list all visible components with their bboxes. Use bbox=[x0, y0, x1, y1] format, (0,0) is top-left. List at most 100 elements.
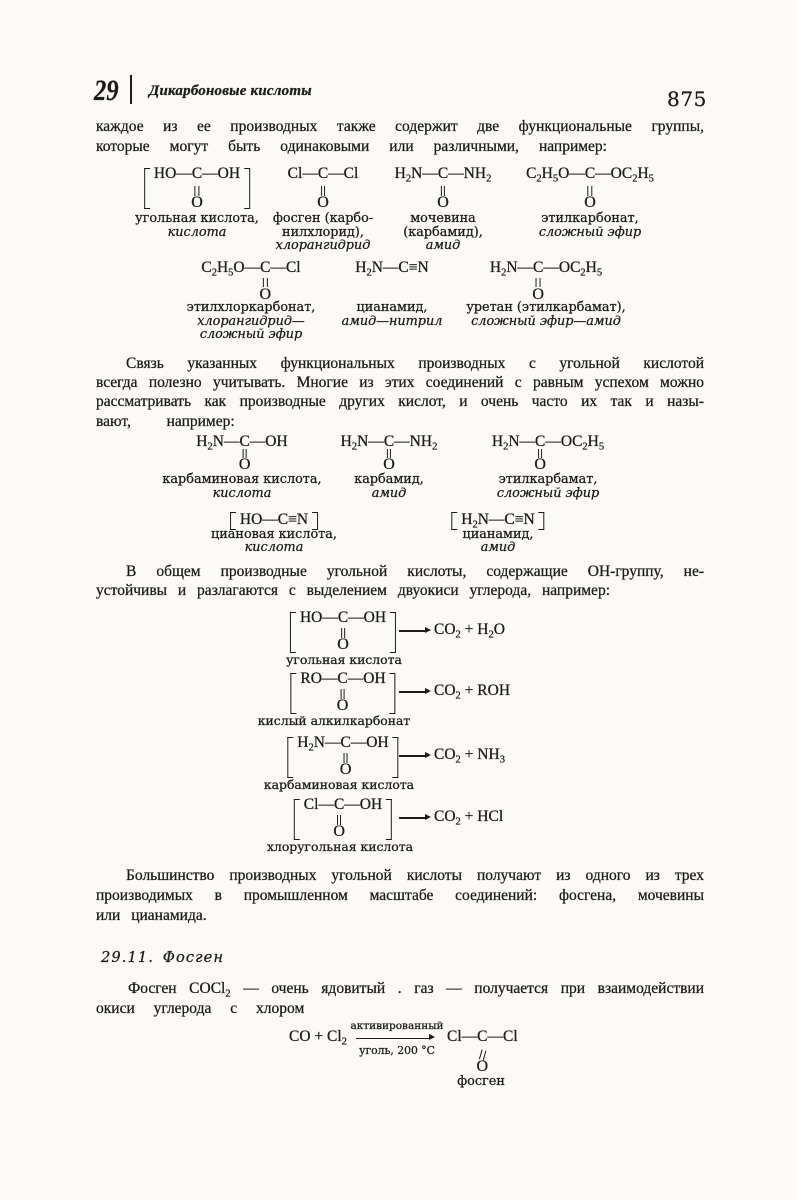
label-line: этилкарбонат, bbox=[541, 211, 639, 226]
double-bond bbox=[194, 186, 200, 196]
right-bracket bbox=[386, 799, 393, 840]
right-bracket bbox=[312, 512, 319, 530]
chapter-title: Дикарбоновые кислоты bbox=[149, 83, 312, 99]
label-line: нилхлорид), bbox=[282, 224, 364, 240]
label-line: сложный эфир bbox=[496, 485, 600, 501]
label-line: сложный эфир bbox=[199, 327, 303, 342]
reactants-text: CO + Cl2 bbox=[289, 1027, 347, 1047]
carbonyl-group: O bbox=[259, 276, 272, 303]
text-line: каждое из ее производных также содержит … bbox=[96, 118, 704, 135]
carbonyl-group: O bbox=[191, 185, 203, 211]
atom-line: H2N—C≡N bbox=[461, 511, 535, 531]
formula-label: фосген (карбо-нилхлорид),хлорангидрид bbox=[272, 211, 374, 253]
label-line: амид—нитрил bbox=[341, 313, 443, 329]
text-line: Связь указанных функциональных производн… bbox=[126, 355, 704, 372]
carbonyl-group: O bbox=[239, 448, 251, 472]
carbonyl-group: O bbox=[437, 185, 449, 211]
phosgene-synthesis-reaction: CO + Cl2 активированный уголь, 200 °C Cl… bbox=[0, 1020, 797, 1100]
reaction-arrow bbox=[399, 814, 431, 820]
paragraph-link: Связь указанных функциональных производн… bbox=[96, 354, 704, 431]
carbonyl-group: O bbox=[534, 448, 546, 472]
reaction-products: CO2 + HCl bbox=[434, 808, 504, 828]
label-line: кислота bbox=[167, 224, 227, 240]
double-bond bbox=[336, 815, 342, 825]
label-line: этилхлоркарбонат, bbox=[186, 300, 316, 315]
reaction-arrow bbox=[399, 688, 431, 694]
text-line: окиси углерода с хлором bbox=[96, 1000, 305, 1017]
double-bond bbox=[263, 277, 268, 287]
right-bracket bbox=[390, 612, 397, 653]
formula-label: этилкарбамат,сложный эфир bbox=[492, 473, 604, 500]
label-line: цианамид, bbox=[356, 300, 428, 315]
chemical-structure: HO—C≡N bbox=[229, 511, 319, 530]
reaction-products: CO2 + H2O bbox=[434, 621, 505, 641]
formula-label: цианамид,амид bbox=[461, 526, 534, 555]
double-bond bbox=[386, 448, 392, 458]
left-bracket bbox=[143, 168, 150, 209]
formula-label: циановая кислота,кислота bbox=[211, 527, 337, 555]
oxygen-atom: O bbox=[259, 285, 272, 303]
label-line: амид bbox=[425, 238, 461, 253]
chemical-structure: H2N—C≡N bbox=[451, 511, 545, 531]
formula-label: уретан (этилкарбамат),сложный эфир—амид bbox=[466, 301, 626, 329]
label-line: мочевина bbox=[410, 211, 476, 226]
double-bond bbox=[340, 628, 346, 638]
structure: HO—C≡N bbox=[211, 511, 337, 530]
chapter-number: 29 bbox=[94, 74, 119, 107]
reaction-products: CO2 + ROH bbox=[434, 682, 511, 702]
text-line: производимых в промышленном масштабе сое… bbox=[96, 887, 704, 904]
label-line: кислота bbox=[212, 485, 272, 501]
page-number: 875 bbox=[667, 87, 707, 111]
double-bond bbox=[537, 448, 543, 458]
paragraph-intro: каждое из ее производных также содержит … bbox=[96, 117, 704, 157]
reaction-arrow bbox=[399, 627, 431, 633]
reaction-label: угольная кислота bbox=[286, 651, 402, 667]
formula-label: мочевина(карбамид),амид bbox=[395, 212, 492, 253]
label-line: угольная кислота, bbox=[135, 211, 259, 226]
reaction-arrow bbox=[356, 1035, 435, 1040]
label-line: фосген (карбо- bbox=[272, 211, 374, 226]
carbonyl-group: O bbox=[333, 814, 345, 840]
reaction-label: кислый алкилкарбонат bbox=[257, 712, 411, 728]
label-line: сложный эфир—амид bbox=[471, 313, 621, 329]
arrow-condition-top: активированный bbox=[350, 1020, 444, 1032]
formula-label: этилкарбонат,сложный эфир bbox=[526, 212, 654, 239]
text-line: В общем производные угольной кислоты, со… bbox=[126, 563, 704, 580]
reaction-products: CO2 + NH3 bbox=[434, 746, 505, 766]
oxygen-atom: O bbox=[337, 636, 349, 653]
double-bond bbox=[343, 753, 348, 763]
double-bond bbox=[320, 186, 326, 196]
label-line: цианамид, bbox=[462, 526, 534, 542]
